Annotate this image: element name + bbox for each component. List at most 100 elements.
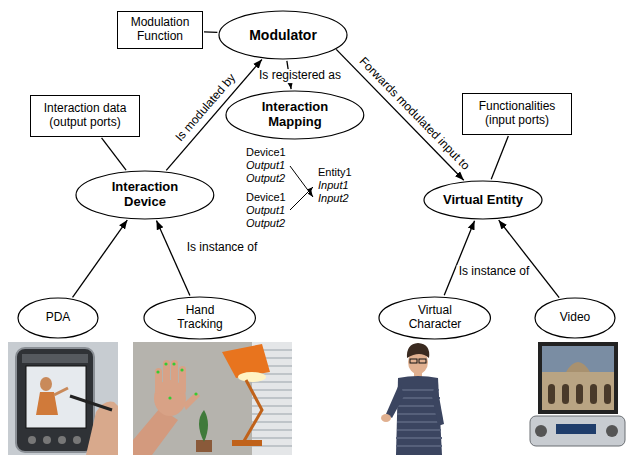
ellipse-outline bbox=[535, 298, 615, 338]
node-text: Video bbox=[560, 311, 590, 325]
edge-label: Is instance of bbox=[457, 265, 532, 279]
node-label: Interaction Device bbox=[102, 180, 187, 210]
annotation-box: Interaction data (output ports) bbox=[30, 95, 140, 137]
hand-tracking-photo bbox=[163, 360, 170, 392]
hand-tracking-photo bbox=[238, 372, 266, 382]
connector bbox=[491, 136, 508, 179]
video-player-picture bbox=[606, 425, 618, 437]
ellipse-outline bbox=[379, 297, 490, 339]
video-player-picture bbox=[576, 384, 583, 404]
edge-label: Forwards modulated input to bbox=[355, 53, 474, 174]
hand-tracking-photo bbox=[164, 362, 167, 365]
hand-tracking-photo bbox=[183, 392, 200, 410]
instance-ellipse: Virtual Character bbox=[378, 296, 491, 340]
video-player-picture bbox=[562, 384, 569, 404]
video-player-picture bbox=[530, 342, 625, 446]
mapping-arrows bbox=[290, 166, 313, 197]
video-player-picture bbox=[535, 425, 547, 437]
node-text: Interaction Mapping bbox=[252, 100, 337, 130]
pda-photo bbox=[54, 388, 68, 395]
mapping-label: Input1 bbox=[318, 179, 349, 192]
video-player-picture bbox=[556, 424, 596, 434]
hand-tracking-photo bbox=[155, 368, 162, 394]
virtual-character-figure bbox=[410, 359, 417, 363]
pda-photo bbox=[8, 342, 118, 455]
connector bbox=[102, 138, 127, 170]
hand-tracking-photo bbox=[156, 370, 159, 373]
node-text: Virtual Character bbox=[405, 304, 465, 332]
mapping-label: Input2 bbox=[318, 192, 349, 205]
hand-tracking-photo bbox=[180, 368, 183, 371]
mapping-arrows bbox=[290, 187, 313, 210]
virtual-character-figure bbox=[381, 414, 391, 422]
pda-photo bbox=[86, 401, 118, 455]
video-player-picture bbox=[542, 346, 614, 410]
ellipse-outline bbox=[18, 298, 98, 338]
connector bbox=[73, 220, 128, 297]
video-player-picture bbox=[566, 362, 590, 372]
node-label: Functionalities (input ports) bbox=[468, 100, 566, 128]
video-player-picture bbox=[530, 416, 625, 446]
hand-tracking-photo bbox=[171, 360, 178, 392]
mapping-label: Output2 bbox=[246, 217, 285, 230]
node-label: PDA bbox=[46, 311, 71, 325]
hand-tracking-photo bbox=[199, 410, 208, 442]
ellipse-outline bbox=[144, 297, 255, 339]
mapping-label: Output1 bbox=[246, 204, 285, 217]
connector bbox=[499, 220, 559, 298]
mapping-label: Device1 bbox=[246, 191, 286, 204]
mapping-label: Device1 bbox=[246, 146, 286, 159]
node-text: Interaction data (output ports) bbox=[36, 102, 134, 130]
node-text: Virtual Entity bbox=[443, 193, 523, 208]
pda-photo bbox=[40, 377, 52, 391]
virtual-character-figure bbox=[381, 343, 444, 455]
pda-photo bbox=[70, 396, 112, 410]
virtual-character-figure bbox=[432, 380, 444, 426]
pda-photo bbox=[43, 436, 51, 444]
concept-ellipse: Virtual Entity bbox=[423, 180, 543, 220]
concept-ellipse: Interaction Device bbox=[75, 170, 215, 220]
node-label: Modulator bbox=[249, 27, 317, 43]
video-player-picture bbox=[542, 372, 614, 410]
node-label: Modulation Function bbox=[123, 16, 197, 44]
video-player-picture bbox=[548, 384, 555, 404]
node-text: Functionalities (input ports) bbox=[468, 100, 566, 128]
hand-tracking-photo bbox=[232, 440, 262, 446]
connector bbox=[444, 221, 474, 296]
node-label: Hand Tracking bbox=[170, 304, 230, 332]
node-label: Video bbox=[560, 311, 590, 325]
hand-tracking-photo bbox=[133, 342, 292, 455]
instance-ellipse: Video bbox=[534, 297, 616, 339]
connector bbox=[204, 31, 217, 33]
ellipse-outline bbox=[219, 11, 347, 59]
node-label: Virtual Entity bbox=[443, 193, 523, 208]
ellipse-outline bbox=[424, 181, 542, 219]
node-text: Interaction Device bbox=[102, 180, 187, 210]
video-player-picture bbox=[604, 384, 611, 404]
edge-label: Is registered as bbox=[257, 69, 343, 83]
video-player-picture bbox=[590, 384, 597, 404]
node-text: PDA bbox=[46, 311, 71, 325]
pda-photo bbox=[58, 436, 66, 444]
pda-photo bbox=[8, 342, 118, 455]
mapping-label: Output1 bbox=[246, 159, 285, 172]
concept-ellipse: Modulator bbox=[218, 10, 348, 60]
node-label: Interaction Mapping bbox=[252, 100, 337, 130]
hand-tracking-photo bbox=[172, 362, 175, 365]
mapping-arrows bbox=[290, 166, 313, 210]
hand-tracking-photo bbox=[179, 366, 186, 394]
hand-tracking-photo bbox=[244, 380, 262, 441]
virtual-character-figure bbox=[419, 359, 426, 363]
mapping-label: Entity1 bbox=[318, 166, 352, 179]
node-label: Virtual Character bbox=[405, 304, 465, 332]
virtual-character-figure bbox=[386, 382, 404, 418]
instance-ellipse: Hand Tracking bbox=[143, 296, 256, 340]
video-player-picture bbox=[538, 342, 618, 414]
node-text: Modulator bbox=[249, 27, 317, 43]
annotation-box: Functionalities (input ports) bbox=[462, 93, 572, 135]
mapping-label: Output2 bbox=[246, 172, 285, 185]
ellipse-outline bbox=[226, 91, 364, 139]
node-label: Interaction data (output ports) bbox=[36, 102, 134, 130]
hand-tracking-photo bbox=[133, 342, 292, 455]
